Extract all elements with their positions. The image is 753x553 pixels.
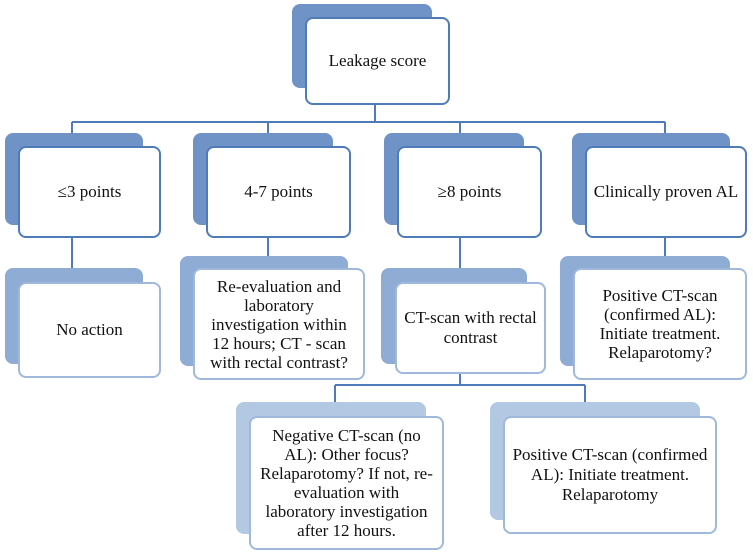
branch-node-1: ≤3 points [18, 146, 161, 238]
branch-node-1-label: ≤3 points [57, 182, 122, 201]
ct-outcome-positive-label: Positive CT-scan (confirmed AL): Initiat… [512, 445, 708, 504]
branch-node-2-label: 4-7 points [244, 182, 313, 201]
root-node: Leakage score [305, 17, 450, 105]
branch-node-4-label: Clinically proven AL [593, 182, 739, 201]
action-node-3-label: CT-scan with rectal contrast [404, 308, 537, 347]
branch-node-2: 4-7 points [206, 146, 351, 238]
ct-outcome-positive: Positive CT-scan (confirmed AL): Initiat… [503, 416, 717, 534]
action-node-4-label: Positive CT-scan (confirmed AL): Initiat… [599, 286, 721, 362]
root-node-label: Leakage score [328, 51, 427, 70]
action-node-4: Positive CT-scan (confirmed AL): Initiat… [573, 268, 747, 380]
ct-outcome-negative: Negative CT-scan (no AL): Other focus? R… [249, 416, 444, 550]
branch-node-3-label: ≥8 points [437, 182, 502, 201]
action-node-2-label: Re-evaluation and laboratory investigati… [210, 276, 348, 372]
ct-outcome-negative-label: Negative CT-scan (no AL): Other focus? R… [260, 426, 433, 540]
action-node-3: CT-scan with rectal contrast [395, 282, 546, 374]
action-node-1-label: No action [56, 320, 123, 339]
action-node-2: Re-evaluation and laboratory investigati… [193, 268, 365, 380]
branch-node-4: Clinically proven AL [585, 146, 747, 238]
branch-node-3: ≥8 points [397, 146, 542, 238]
action-node-1: No action [18, 282, 161, 378]
